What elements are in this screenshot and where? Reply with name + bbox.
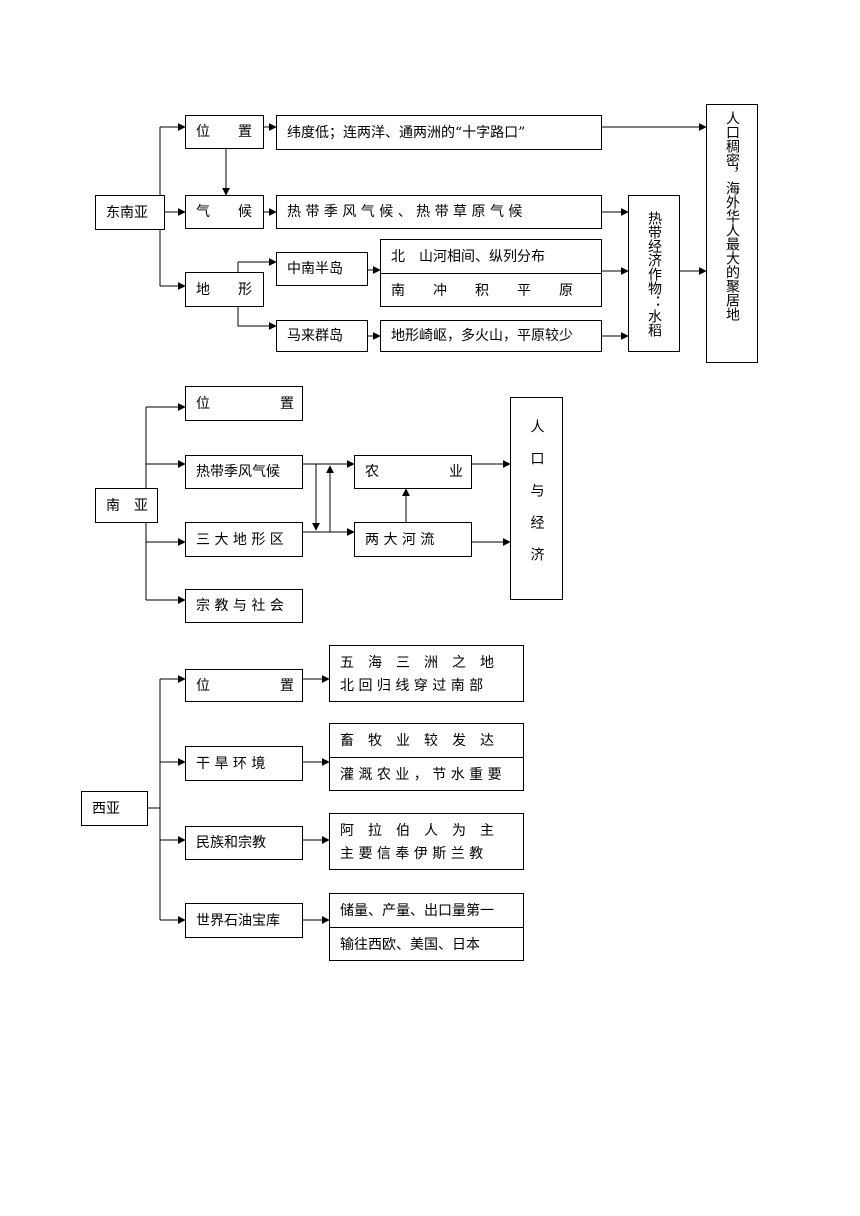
sea-terrain-node: 地 形	[185, 272, 264, 307]
wa-oil-desc-line: 储量、产量、出口量第一	[340, 903, 494, 920]
wa-arid-desc: 畜 牧 业 较 发 达 灌 溉 农 业 ， 节 水 重 要	[329, 723, 524, 791]
sa-terrain-node: 三 大 地 形 区	[185, 522, 303, 557]
sa-rivers-node: 两 大 河 流	[354, 522, 472, 557]
wa-ethnic-desc-line: 阿 拉 伯 人 为 主	[340, 822, 494, 839]
wa-location-desc: 五 海 三 洲 之 地 北 回 归 线 穿 过 南 部	[329, 645, 524, 702]
sa-agriculture-node: 农 业	[354, 455, 472, 489]
sa-climate-node: 热带季风气候	[185, 455, 303, 489]
wa-location-desc-line: 五 海 三 洲 之 地	[340, 654, 494, 671]
wa-ethnic-desc: 阿 拉 伯 人 为 主 主 要 信 奉 伊 斯 兰 教	[329, 813, 524, 870]
sea-indochina-north: 北 山河相间、纵列分布	[391, 249, 545, 266]
wa-ethnic-desc-line: 主 要 信 奉 伊 斯 兰 教	[340, 846, 484, 863]
sea-result-node: 人口稠密，海外华人最大的聚居地	[706, 104, 758, 363]
sea-root-node: 东南亚	[95, 195, 165, 230]
sa-religion-node: 宗 教 与 社 会	[185, 589, 303, 623]
sea-malay-desc: 地形崎岖，多火山，平原较少	[380, 320, 602, 352]
wa-oil-desc-line: 输往西欧、美国、日本	[330, 926, 523, 961]
sa-location-node: 位 置	[185, 386, 303, 421]
sa-result-node: 人口与经济	[510, 397, 563, 600]
wa-oil-desc: 储量、产量、出口量第一 输往西欧、美国、日本	[329, 893, 524, 961]
sea-crops-node: 热带经济作物：水稻	[628, 195, 680, 352]
wa-arid-desc-line: 灌 溉 农 业 ， 节 水 重 要	[330, 756, 523, 791]
wa-arid-desc-line: 畜 牧 业 较 发 达	[340, 733, 494, 750]
sea-location-desc: 纬度低；连两洋、通两洲的“十字路口”	[276, 115, 602, 150]
wa-location-desc-line: 北 回 归 线 穿 过 南 部	[340, 678, 484, 695]
sea-malay-node: 马来群岛	[276, 320, 368, 352]
sea-indochina-south: 南 冲 积 平 原	[381, 272, 601, 307]
sea-indochina-node: 中南半岛	[276, 252, 368, 286]
wa-arid-node: 干 旱 环 境	[185, 746, 303, 781]
sea-location-node: 位 置	[185, 115, 264, 149]
sa-root-node: 南 亚	[95, 488, 158, 523]
wa-location-node: 位 置	[185, 669, 303, 702]
sea-indochina-desc: 北 山河相间、纵列分布 南 冲 积 平 原	[380, 239, 602, 307]
wa-root-node: 西亚	[81, 791, 148, 826]
sea-climate-desc: 热 带 季 风 气 候 、 热 带 草 原 气 候	[276, 195, 602, 229]
wa-ethnic-node: 民族和宗教	[185, 826, 303, 860]
sea-climate-node: 气 候	[185, 195, 264, 229]
wa-oil-node: 世界石油宝库	[185, 903, 303, 938]
